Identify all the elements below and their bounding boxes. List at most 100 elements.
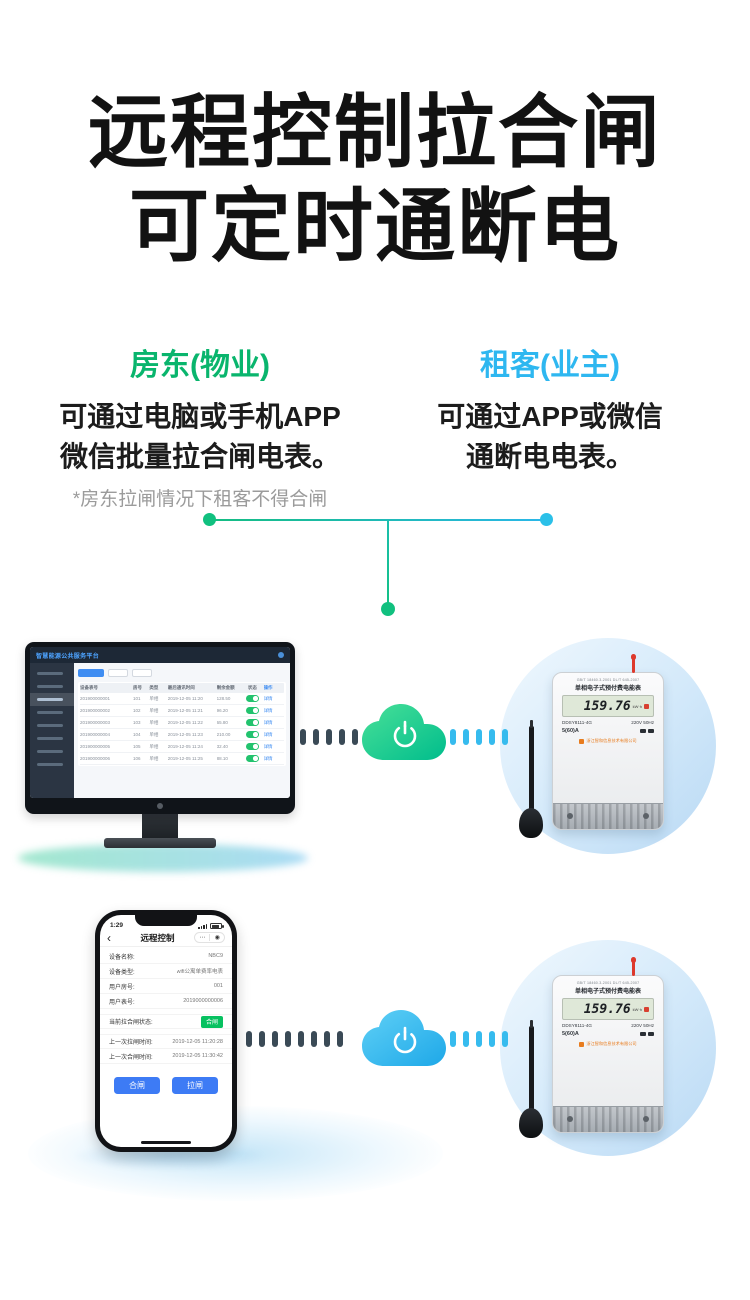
cloud-power-icon (360, 702, 448, 769)
antenna-rod (529, 720, 534, 812)
table-row: 201900000005 105 单相 2019-12-05 11:24 32.… (80, 741, 284, 753)
signal-dash (246, 1031, 252, 1047)
meter-unit: kW·h (632, 703, 642, 709)
meter-current: 5(60)A (562, 1031, 579, 1037)
signal-dashes (450, 729, 508, 745)
antenna-base (519, 808, 543, 838)
device-info-list: 设备名称: NBC9 设备类型: wifi公寓单费率电表 用户房号: 001 用… (100, 947, 232, 1064)
avatar (278, 652, 284, 658)
phone-notch (135, 915, 197, 926)
table-row: 201900000002 102 单相 2019-12-05 11:21 96.… (80, 705, 284, 717)
title-line-1: 远程控制拉合闸 (88, 88, 662, 177)
connector-horizontal-line (209, 519, 546, 521)
signal-dash (326, 729, 332, 745)
meter-model: DDSY8111-4G (562, 720, 592, 725)
meter-spec-line: GB/T 18460.3-2001 DL/T 645-2007 (576, 981, 640, 985)
table-link[interactable]: 详情 (263, 743, 273, 749)
connector-vertical-line (387, 520, 389, 608)
phone-status-bar: 1:29 (100, 915, 232, 929)
meter-model: DDSY8111-4G (562, 1023, 592, 1028)
meter-voltage: 220V 50Hz (631, 1023, 654, 1028)
meter-terminal-block (553, 803, 663, 829)
meter-lcd-display: 159.76 kW·h (562, 695, 654, 717)
signal-dash (476, 729, 482, 745)
field-row: 用户表号: 2019000000006 (100, 994, 232, 1009)
field-row: 上一次拉闸时间: 2019-12-05 11:20:28 (100, 1034, 232, 1049)
breaker-toggle[interactable] (245, 731, 259, 738)
meter-brand: 浙江智和信息技术有限公司 (559, 738, 657, 744)
meter-unit: kW·h (632, 1006, 642, 1012)
title-line-2: 可定时通断电 (129, 181, 621, 271)
sidebar-item[interactable] (30, 732, 74, 745)
signal-dash (463, 729, 469, 745)
signal-dashes (300, 729, 358, 745)
breaker-toggle[interactable] (245, 755, 259, 762)
external-antenna (518, 720, 544, 838)
meter-antenna-icon (630, 654, 636, 673)
miniprogram-capsule[interactable]: ⋯ ◉ (194, 932, 225, 943)
device-table: 设备表号 房号 类型 最后通讯时间 剩余金额 状态 操作 20190000000… (78, 682, 286, 766)
breaker-toggle[interactable] (245, 695, 259, 702)
meter-current: 5(60)A (562, 728, 579, 734)
sidebar-item[interactable] (30, 719, 74, 732)
connector-dot-blue (540, 513, 553, 526)
field-row: 设备类型: wifi公寓单费率电表 (100, 964, 232, 979)
sidebar-item[interactable] (30, 745, 74, 758)
battery-icon (210, 923, 224, 929)
computer-stand-base (104, 838, 216, 848)
close-breaker-button[interactable]: 合闸 (114, 1077, 160, 1094)
table-link[interactable]: 详情 (263, 731, 273, 737)
close-record-icon[interactable]: ◉ (214, 935, 220, 941)
meter-terminal-block (553, 1106, 663, 1132)
signal-dash (298, 1031, 304, 1047)
table-link[interactable]: 详情 (263, 695, 273, 701)
meter-buttons[interactable] (638, 1031, 654, 1037)
signal-dash (489, 729, 495, 745)
field-row: 上一次合闸时间: 2019-12-05 11:30:42 (100, 1049, 232, 1064)
breaker-toggle[interactable] (245, 719, 259, 726)
brand-logo-icon (579, 1041, 585, 1047)
signal-dash (285, 1031, 291, 1047)
meter-indicator (644, 703, 649, 709)
platform-title: 智慧能源公共服务平台 (36, 653, 100, 660)
signal-dash (272, 1031, 278, 1047)
landlord-heading: 房东(物业) (130, 349, 270, 382)
platform-header: 智慧能源公共服务平台 (30, 647, 290, 663)
sidebar-item[interactable] (30, 758, 74, 771)
sidebar-item-active[interactable] (30, 693, 74, 706)
meter-spec-line: GB/T 18460.3-2001 DL/T 645-2007 (576, 678, 640, 682)
breaker-toggle[interactable] (245, 743, 259, 750)
management-platform-ui: 智慧能源公共服务平台 (30, 647, 290, 798)
sidebar-item[interactable] (30, 667, 74, 680)
signal-dash (259, 1031, 265, 1047)
tenant-section: 租客(业主) 可通过APP或微信 通断电电表。 (385, 340, 715, 477)
primary-button[interactable] (78, 669, 104, 677)
sidebar-item[interactable] (30, 680, 74, 693)
back-button[interactable]: ‹ (107, 930, 111, 945)
signal-dashes (450, 1031, 508, 1047)
platform-toolbar (78, 667, 286, 679)
table-link[interactable]: 详情 (263, 719, 273, 725)
secondary-button[interactable] (132, 669, 152, 677)
field-row-status: 当前拉合闸状态: 合闸 (100, 1014, 232, 1029)
open-breaker-button[interactable]: 拉闸 (172, 1077, 218, 1094)
meter-buttons[interactable] (638, 728, 654, 734)
table-link[interactable]: 详情 (263, 707, 273, 713)
sidebar-item[interactable] (30, 706, 74, 719)
external-antenna (518, 1020, 544, 1138)
signal-dash (450, 729, 456, 745)
home-indicator (141, 1141, 191, 1144)
table-header-row: 设备表号 房号 类型 最后通讯时间 剩余金额 状态 操作 (80, 683, 284, 693)
breaker-toggle[interactable] (245, 707, 259, 714)
secondary-button[interactable] (108, 669, 128, 677)
computer-stand-neck (142, 813, 178, 838)
table-link[interactable]: 详情 (263, 755, 273, 761)
meter-reading: 159.76 (583, 1001, 631, 1017)
smart-electric-meter: GB/T 18460.3-2001 DL/T 645-2007 单相电子式预付费… (552, 957, 664, 1133)
meter-antenna-icon (630, 957, 636, 976)
smart-electric-meter: GB/T 18460.3-2001 DL/T 645-2007 单相电子式预付费… (552, 654, 664, 830)
menu-icon[interactable]: ⋯ (199, 935, 206, 941)
connector-dot-green (203, 513, 216, 526)
signal-dashes (246, 1031, 343, 1047)
